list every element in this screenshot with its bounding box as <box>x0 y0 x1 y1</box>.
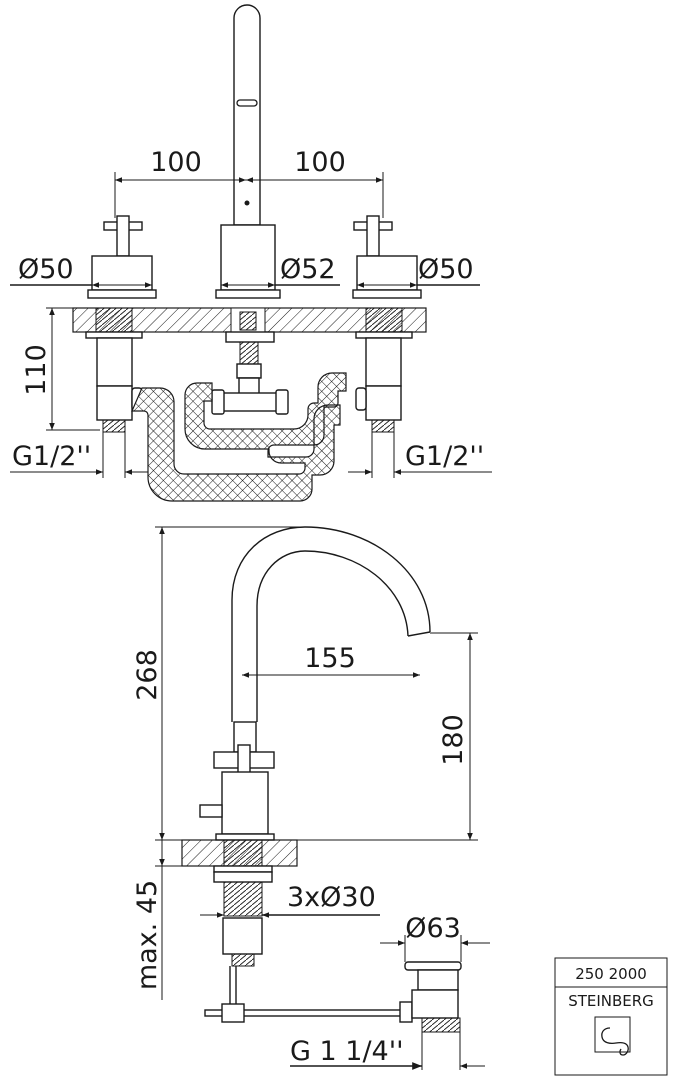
dim-spout-diameter: Ø52 <box>280 254 336 285</box>
connection-hoses <box>131 372 347 502</box>
gooseneck-inner <box>256 550 409 722</box>
dim-drain-diameter: Ø63 <box>405 913 461 944</box>
dim-drain-connection: G 1 1/4'' <box>290 1036 404 1067</box>
left-cross-handle <box>87 215 157 299</box>
article-number: 250 2000 <box>575 965 647 983</box>
center-tee <box>211 331 289 415</box>
dim-hole-diameter: 3xØ30 <box>287 882 376 913</box>
title-block: 250 2000 STEINBERG <box>554 957 668 1076</box>
spout <box>233 4 261 226</box>
dim-right-spacing: 100 <box>294 147 346 178</box>
dim-left-handle-diameter: Ø50 <box>18 254 74 285</box>
dim-spout-reach: 155 <box>304 643 356 674</box>
dim-left-spacing: 100 <box>150 147 202 178</box>
front-view: 100 100 Ø50 Ø52 Ø50 <box>10 4 492 502</box>
spout-marker <box>244 200 250 206</box>
right-valve <box>355 331 413 433</box>
dim-max-deck-thickness: max. 45 <box>132 880 163 990</box>
dim-right-handle-diameter: Ø50 <box>418 254 474 285</box>
steinberg-logo-icon <box>594 1016 631 1056</box>
dim-right-connection: G1/2'' <box>405 441 484 472</box>
side-view: 268 155 180 3xØ30 max. 45 <box>132 526 490 1070</box>
dim-left-connection: G1/2'' <box>12 441 91 472</box>
aerator-icon <box>236 99 258 107</box>
right-cross-handle <box>352 215 422 299</box>
left-valve <box>85 331 143 433</box>
gooseneck-outer <box>231 526 431 722</box>
dim-total-height: 268 <box>132 649 163 701</box>
dim-spout-height: 180 <box>438 714 469 766</box>
spout-base <box>215 224 281 299</box>
drain-valve <box>399 961 462 1033</box>
dim-height-below-deck: 110 <box>21 344 52 396</box>
brand-name: STEINBERG <box>568 992 654 1010</box>
